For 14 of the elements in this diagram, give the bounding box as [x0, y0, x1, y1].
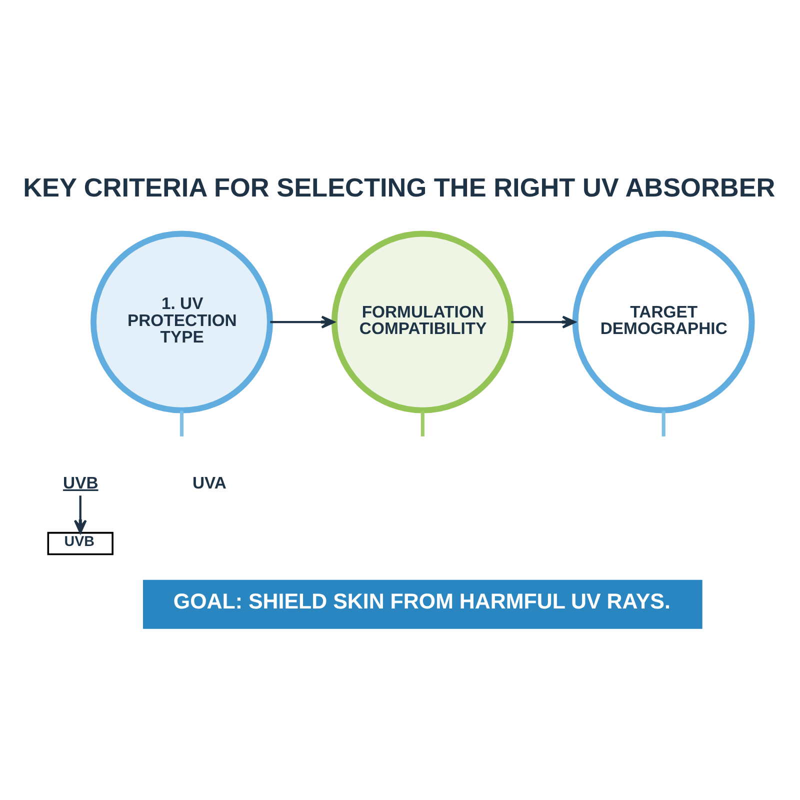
arrow [270, 316, 335, 328]
connector [180, 410, 184, 436]
node-text: UVB [63, 473, 98, 492]
arrow [511, 316, 576, 328]
node-box: GOAL: SHIELD SKIN FROM HARMFUL UV RAYS. [142, 580, 702, 629]
connector [420, 410, 424, 436]
connector [662, 410, 666, 436]
diagram-title: KEY CRITERIA FOR SELECTING THE RIGHT UV ABSORBER [23, 172, 776, 202]
label: UVA [192, 473, 226, 492]
node-circle: FORMULATION COMPATIBILITY [331, 230, 514, 414]
node-circle: 1. UV PROTECTION TYPE [90, 230, 273, 414]
node-box: UVB [47, 532, 114, 556]
node-circle: TARGET DEMOGRAPHIC [572, 230, 755, 414]
arrow [74, 496, 87, 534]
